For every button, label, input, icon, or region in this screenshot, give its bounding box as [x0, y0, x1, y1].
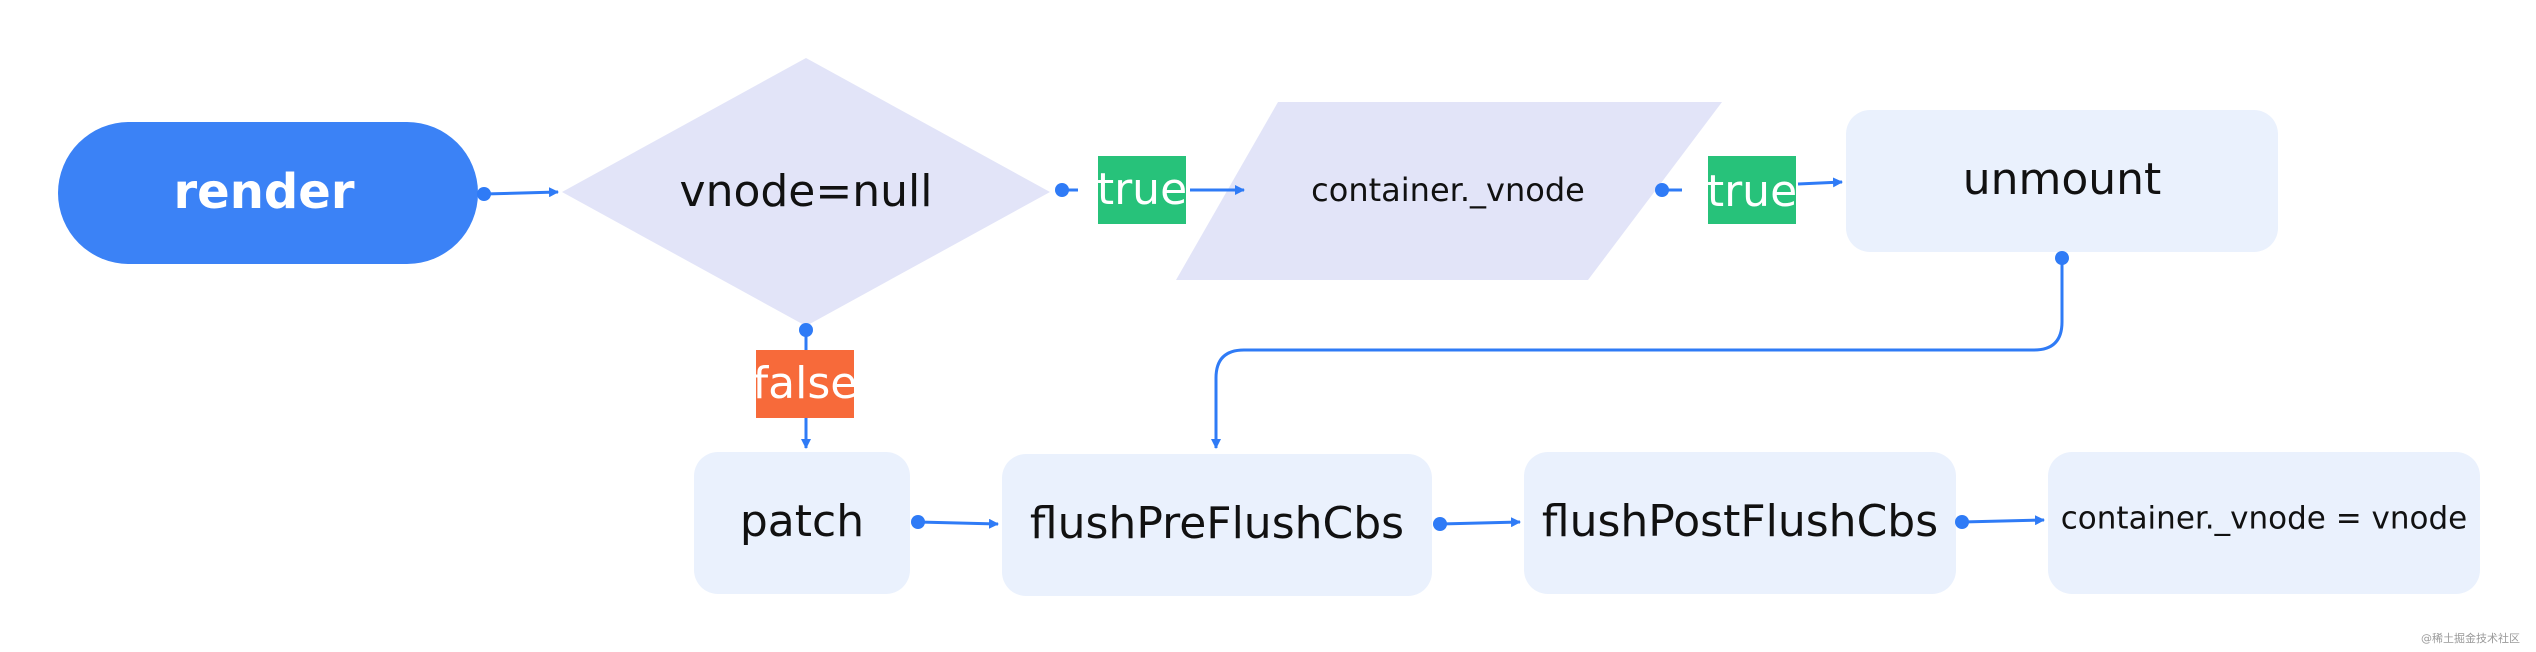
port-dot — [477, 187, 491, 201]
true-badge-1-label: true — [1097, 164, 1187, 215]
assign-node: container._vnode = vnode — [2048, 452, 2480, 594]
port-dot — [911, 515, 925, 529]
edge-unmount-flushpre — [1211, 258, 2064, 449]
container-vnode-io: container._vnode — [1176, 102, 1722, 280]
true-badge-2-label: true — [1707, 166, 1797, 217]
edge-render-decision — [483, 187, 559, 198]
assign-label: container._vnode = vnode — [2061, 501, 2468, 537]
patch-label: patch — [740, 496, 864, 547]
true-badge-1: true — [1097, 156, 1187, 224]
render-label: render — [174, 164, 355, 220]
edge-patch-flushpre — [917, 518, 999, 529]
flush-pre-label: flushPreFlushCbs — [1030, 498, 1404, 549]
edge-flushpre-flushpost — [1439, 517, 1521, 528]
patch-node: patch — [694, 452, 910, 594]
vnode-null-label: vnode=null — [680, 166, 933, 217]
port-dot — [1655, 183, 1669, 197]
unmount-label: unmount — [1963, 154, 2162, 205]
edge-true2-unmount — [1797, 177, 1843, 188]
port-dot — [2055, 251, 2069, 265]
port-dot — [799, 323, 813, 337]
flush-post-label: flushPostFlushCbs — [1542, 496, 1938, 547]
edge-flushpost-assign — [1961, 515, 2045, 526]
port-dot — [1055, 183, 1069, 197]
true-badge-2: true — [1707, 156, 1797, 224]
flush-post-node: flushPostFlushCbs — [1524, 452, 1956, 594]
watermark: @稀土掘金技术社区 — [2421, 632, 2520, 645]
false-badge: false — [753, 350, 858, 418]
unmount-node: unmount — [1846, 110, 2278, 252]
container-vnode-label: container._vnode — [1311, 171, 1585, 209]
port-dot — [1433, 517, 1447, 531]
flush-pre-node: flushPreFlushCbs — [1002, 454, 1432, 596]
render-node: render — [58, 122, 478, 264]
false-badge-label: false — [753, 358, 858, 409]
vnode-null-decision: vnode=null — [562, 58, 1050, 326]
port-dot — [1955, 515, 1969, 529]
